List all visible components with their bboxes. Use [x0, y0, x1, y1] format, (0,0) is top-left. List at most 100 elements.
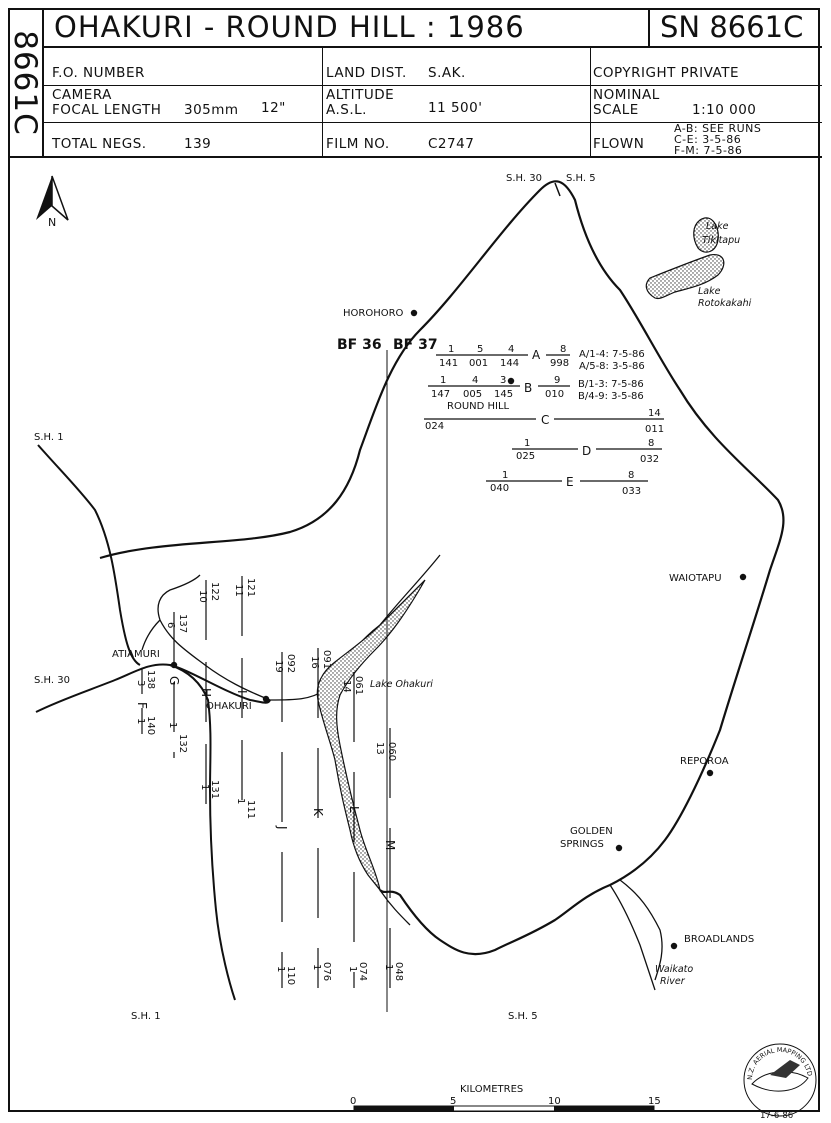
run-B-bot-1: 147 — [431, 389, 450, 400]
run-F-bot-num: 1 — [135, 718, 146, 724]
header-bottom-rule — [8, 156, 822, 158]
run-H-letter: H — [199, 688, 213, 697]
road-sh1-bottom — [169, 664, 271, 704]
broadlands-label: BROADLANDS — [684, 934, 754, 945]
ohakuri-marker — [262, 695, 270, 703]
round-hill-marker — [507, 377, 515, 385]
run-C-letter: C — [541, 413, 549, 427]
run-F-letter: F — [135, 702, 149, 709]
scale-bar-title: KILOMETRES — [460, 1084, 523, 1095]
focal-length-mm: 305mm — [184, 102, 239, 118]
altitude-value: 11 500' — [428, 100, 483, 116]
tikitapu-label-2: Tikitapu — [702, 235, 740, 246]
rotokakahi-label-1: Lake — [698, 286, 721, 297]
run-G-bot-frame: 132 — [177, 734, 188, 753]
atiamuri-marker — [170, 661, 178, 669]
run-E-bot-2: 033 — [622, 486, 641, 497]
run-C: 14 024 011 C — [424, 408, 664, 435]
atiamuri-label: ATIAMURI — [112, 649, 160, 660]
scale-tick-10: 10 — [548, 1096, 561, 1107]
sn-number: SN 8661C — [660, 10, 804, 44]
road-sh30-top — [554, 182, 561, 197]
run-H-top-num: 10 — [197, 590, 208, 603]
run-E: 1 8 040 033 E — [486, 470, 648, 497]
nominal-label: NOMINAL — [593, 87, 660, 103]
run-B-letter: B — [524, 381, 532, 395]
run-K-bot-frame: 076 — [321, 962, 332, 981]
run-C-top-1: 14 — [648, 408, 661, 419]
run-D: 1 8 025 032 D — [512, 438, 662, 465]
film-no-label: FILM NO. — [326, 136, 390, 152]
run-A-bot-4: 998 — [550, 358, 569, 369]
run-A-top-3: 4 — [508, 344, 514, 355]
side-id-cell: 8661C — [7, 8, 44, 158]
run-B: 1 4 3 9 147 005 145 010 B B/1-3: 7-5-86 … — [428, 375, 644, 402]
run-G-top-num: 6 — [165, 622, 176, 628]
run-B-bot-2: 005 — [463, 389, 482, 400]
run-G-top-frame: 137 — [177, 614, 188, 633]
reporoa-marker — [706, 769, 714, 777]
run-E-top-1: 1 — [502, 470, 508, 481]
total-negs-label: TOTAL NEGS. — [52, 136, 147, 152]
divider — [322, 48, 323, 156]
run-L-top-num: 14 — [341, 680, 352, 693]
run-A-note1: A/1-4: 7-5-86 — [579, 349, 645, 360]
run-H: 10 122 H 1 131 — [197, 580, 220, 810]
north-label: N — [48, 216, 56, 229]
lake-ohakuri-label: Lake Ohakuri — [370, 679, 433, 690]
run-D-top-1: 1 — [524, 438, 530, 449]
waiotapu-label: WAIOTAPU — [669, 573, 722, 584]
run-A-bot-2: 001 — [469, 358, 488, 369]
run-M-bot-frame: 048 — [393, 962, 404, 981]
ohakuri-label: OHAKURI — [206, 701, 252, 712]
scale-tick-5: 5 — [450, 1096, 456, 1107]
land-dist-value: S.AK. — [428, 65, 466, 81]
run-J-bot-frame: 110 — [285, 966, 296, 985]
waikato-lower — [379, 884, 656, 991]
film-no-value: C2747 — [428, 136, 475, 152]
run-I-bot-num: 1 — [235, 798, 246, 804]
run-I: 11 121 I 1 111 — [233, 576, 256, 819]
road-sh1-left — [37, 444, 141, 666]
run-I-top-num: 11 — [233, 584, 244, 597]
waikato-label-2: River — [660, 976, 686, 987]
focal-length-label: FOCAL LENGTH — [52, 102, 162, 118]
sh1-left-label: S.H. 1 — [34, 432, 64, 443]
run-J-top-num: 19 — [273, 660, 284, 673]
flown-label: FLOWN — [593, 136, 645, 152]
lake-ohakuri — [316, 579, 426, 891]
sh1-bottom-label: S.H. 1 — [131, 1011, 161, 1022]
nz-aerial-mapping-logo: N.Z. AERIAL MAPPING LTD 17-6-86 — [743, 1043, 817, 1121]
scale-tick-15: 15 — [648, 1096, 661, 1107]
run-A-top-1: 1 — [448, 344, 454, 355]
run-L-bot-num: 1 — [347, 966, 358, 972]
camera-label: CAMERA — [52, 87, 112, 103]
run-B-top-2: 4 — [472, 375, 478, 386]
horohoro-label: HOROHORO — [343, 308, 404, 319]
sh5-bottom-label: S.H. 5 — [508, 1011, 538, 1022]
run-A-top-2: 5 — [477, 344, 483, 355]
run-J: 19 092 J 1 110 — [273, 652, 296, 988]
run-I-top-frame: 121 — [245, 578, 256, 597]
bf36-label: BF 36 — [337, 337, 382, 353]
run-A-bot-1: 141 — [439, 358, 458, 369]
run-F-bot-frame: 140 — [145, 716, 156, 735]
run-J-letter: J — [275, 825, 289, 830]
reporoa-label: REPOROA — [680, 756, 729, 767]
run-E-bot-1: 040 — [490, 483, 509, 494]
run-B-note2: B/4-9: 3-5-86 — [578, 391, 644, 402]
golden-springs-marker — [615, 844, 623, 852]
map-sheet: 8661C OHAKURI - ROUND HILL : 1986 SN 866… — [7, 8, 822, 1114]
scale-bar: KILOMETRES 0 5 10 15 — [350, 1084, 661, 1112]
run-B-bot-3: 145 — [494, 389, 513, 400]
focal-length-in: 12" — [261, 100, 286, 116]
rotokakahi-label-2: Rotokakahi — [698, 298, 752, 309]
broadlands-marker — [670, 942, 678, 950]
total-negs-value: 139 — [184, 136, 212, 152]
asl-label: A.S.L. — [326, 102, 367, 118]
run-J-bot-num: 1 — [275, 966, 286, 972]
place-markers — [170, 309, 747, 950]
run-A-letter: A — [532, 348, 541, 362]
waiotapu-marker — [739, 573, 747, 581]
